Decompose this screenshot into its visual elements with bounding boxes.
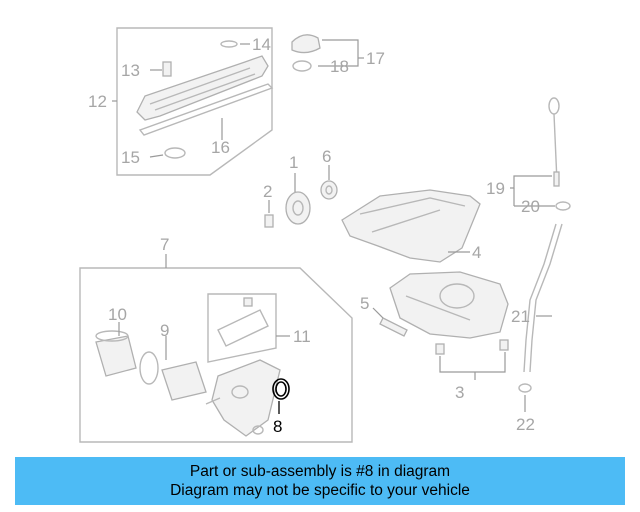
callout-1: 1 [289, 153, 298, 172]
dipstick-group [510, 97, 571, 412]
oil-cap-group [291, 34, 364, 72]
banner-line-disclaimer: Diagram may not be specific to your vehi… [170, 482, 470, 499]
callout-9: 9 [160, 321, 169, 340]
callout-10: 10 [108, 305, 127, 324]
part-8-gasket[interactable] [272, 378, 290, 414]
lower-oil-pan [372, 271, 509, 380]
pulley-group [264, 165, 338, 228]
callout-19: 19 [486, 179, 505, 198]
callout-13: 13 [121, 61, 140, 80]
callout-20: 20 [521, 197, 540, 216]
callout-22: 22 [516, 415, 535, 434]
parts-diagram: 1 2 3 4 5 6 7 8 9 10 11 12 13 14 15 16 1… [79, 27, 571, 443]
banner-line-part: Part or sub-assembly is #8 in diagram [189, 463, 451, 480]
oil-filter-group [79, 254, 353, 443]
upper-oil-pan [341, 189, 481, 263]
callout-2: 2 [263, 182, 272, 201]
valve-cover-group [112, 27, 274, 176]
callout-7: 7 [160, 235, 169, 254]
callout-15: 15 [121, 148, 140, 167]
callout-3: 3 [455, 383, 464, 402]
callout-5: 5 [360, 294, 369, 313]
callout-16: 16 [211, 138, 230, 157]
callout-11: 11 [293, 327, 311, 346]
callout-17: 17 [366, 49, 385, 68]
callout-6: 6 [322, 147, 331, 166]
info-banner: Part or sub-assembly is #8 in diagram Di… [15, 457, 625, 505]
callout-21: 21 [511, 307, 530, 326]
callout-14: 14 [252, 35, 271, 54]
callout-8[interactable]: 8 [273, 417, 282, 436]
callout-4: 4 [472, 243, 481, 262]
callout-18: 18 [330, 57, 349, 76]
callout-12: 12 [88, 92, 107, 111]
